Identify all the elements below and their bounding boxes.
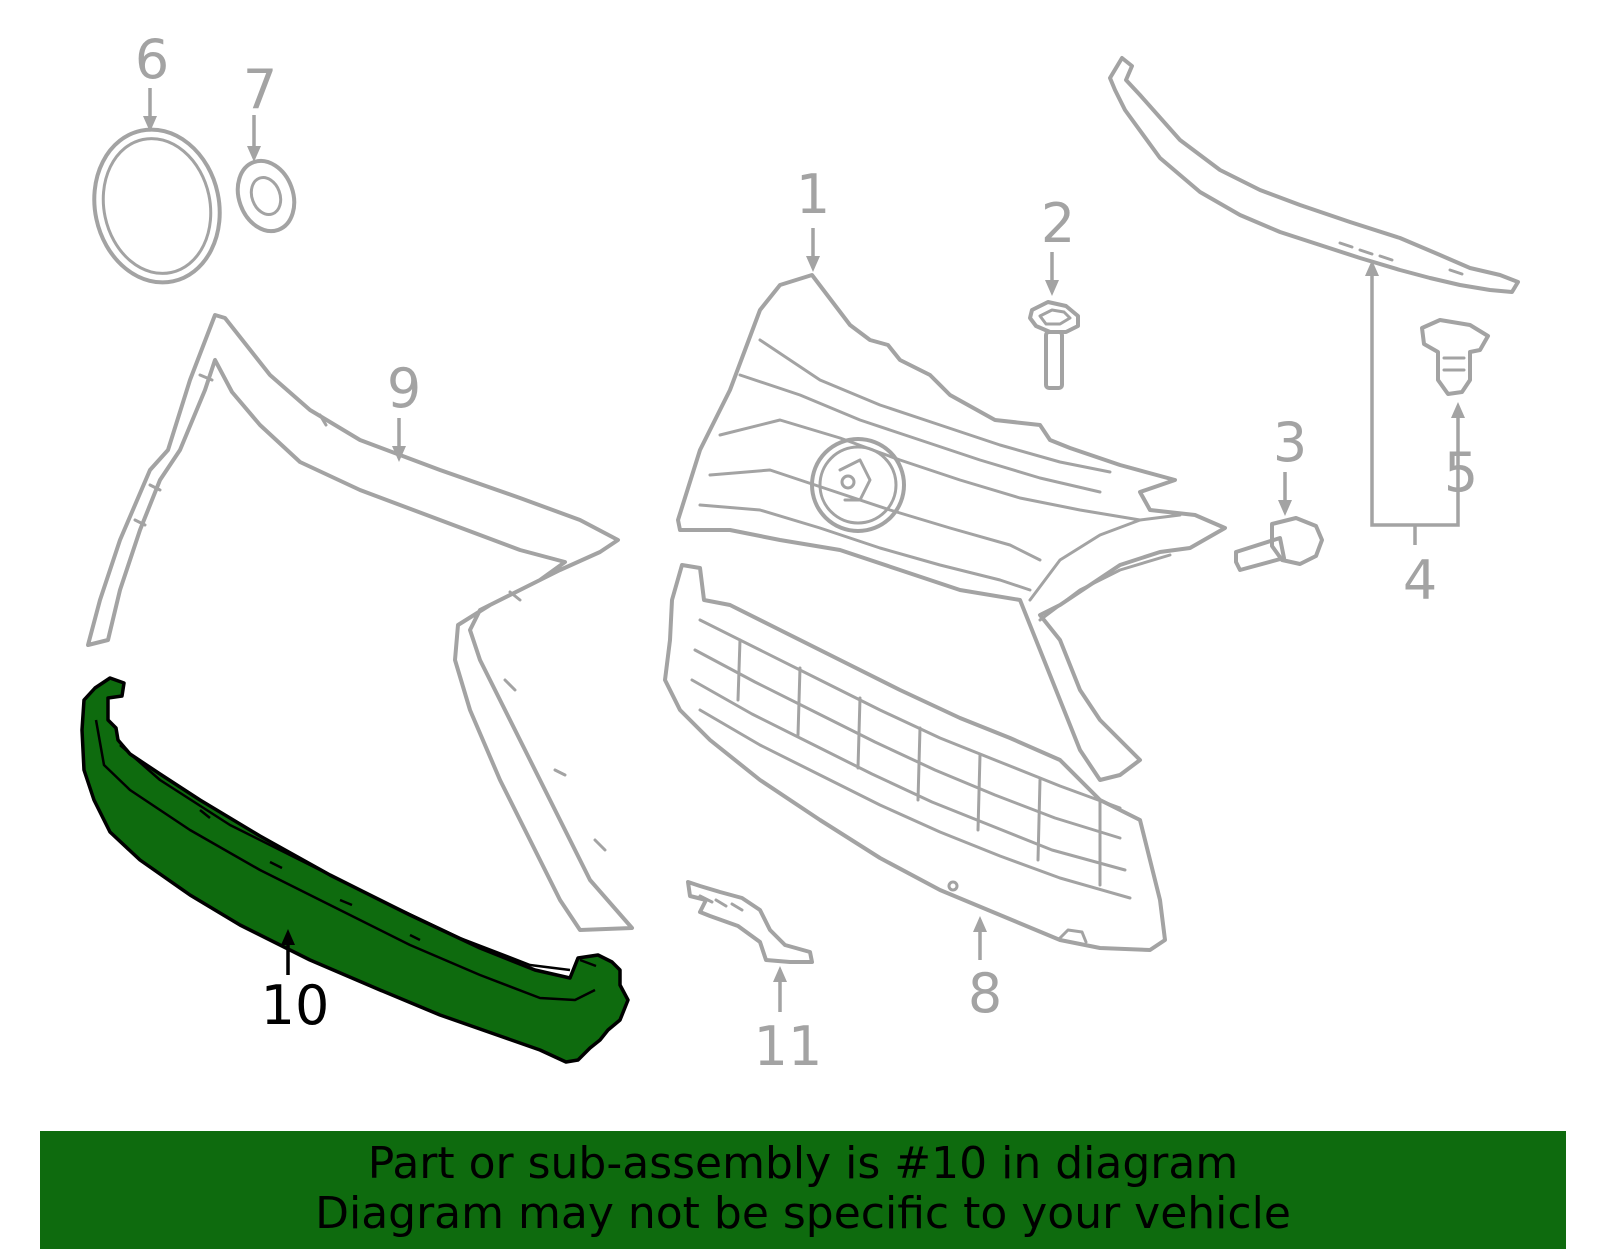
svg-text:7: 7 [243, 58, 277, 121]
svg-text:2: 2 [1041, 192, 1075, 255]
part-1-upper-grille [676, 273, 1227, 782]
svg-text:10: 10 [261, 974, 330, 1037]
part-5-clip [1420, 318, 1490, 396]
callout-11: 11 [754, 966, 823, 1078]
svg-text:11: 11 [754, 1015, 823, 1078]
callout-7: 7 [243, 58, 277, 162]
svg-text:6: 6 [135, 28, 169, 91]
callout-4: 4 [1365, 260, 1465, 612]
callout-6: 6 [135, 28, 169, 132]
part-9-surround-molding [86, 313, 634, 932]
callout-9: 9 [387, 357, 421, 462]
callout-8: 8 [968, 916, 1002, 1025]
callout-3: 3 [1273, 411, 1307, 516]
svg-text:1: 1 [796, 163, 830, 226]
callout-2: 2 [1041, 192, 1075, 296]
part-10-lower-molding-highlighted [80, 676, 630, 1064]
callout-5: 5 [1444, 441, 1478, 504]
part-2-bolt [1028, 300, 1080, 390]
part-11-bracket [686, 880, 814, 964]
part-8-lower-grille [663, 563, 1167, 952]
part-6-emblem-ring [92, 127, 222, 285]
part-3-screw [1234, 516, 1324, 572]
notice-line-2: Diagram may not be specific to your vehi… [315, 1188, 1291, 1239]
part-7-small-ring [235, 158, 297, 234]
notice-line-1: Part or sub-assembly is #10 in diagram [367, 1138, 1239, 1189]
svg-text:9: 9 [387, 357, 421, 420]
part-4-seal-strip [1108, 56, 1520, 294]
svg-text:8: 8 [968, 962, 1002, 1025]
svg-text:4: 4 [1403, 549, 1437, 612]
callout-1: 1 [796, 163, 830, 272]
parts-diagram: 6 7 9 10 [80, 28, 1520, 1078]
callout-10: 10 [261, 929, 330, 1037]
svg-text:5: 5 [1444, 441, 1478, 504]
notice-banner: Part or sub-assembly is #10 in diagram D… [40, 1131, 1566, 1249]
svg-text:3: 3 [1273, 411, 1307, 474]
